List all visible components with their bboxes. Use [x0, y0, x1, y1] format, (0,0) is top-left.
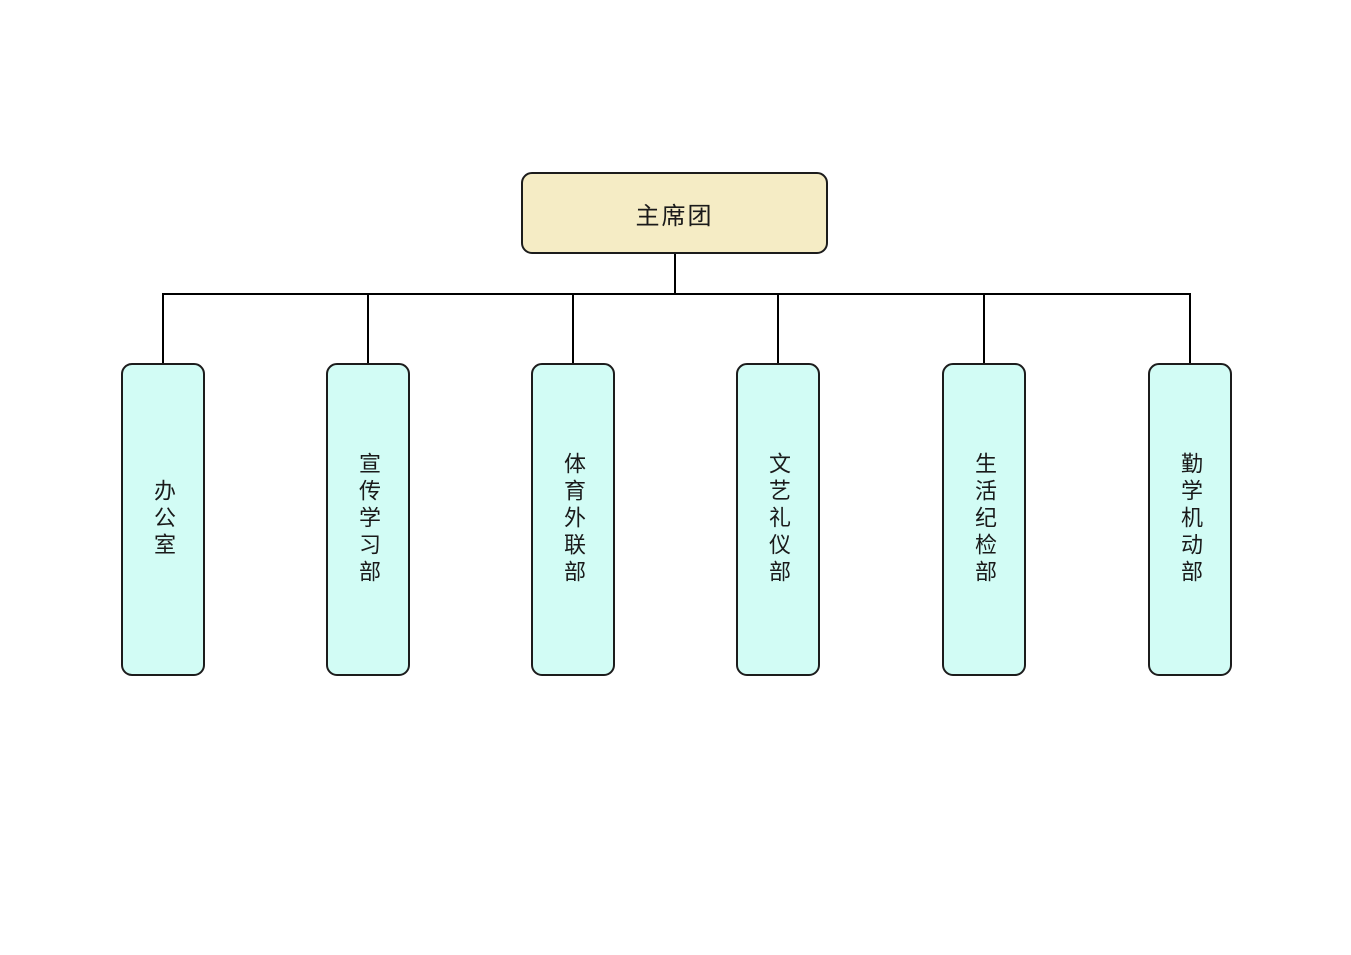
org-node-dept-5-label: 生活纪检部 [972, 452, 997, 587]
org-node-dept-5[interactable]: 生活纪检部 [942, 363, 1026, 676]
connector-horizontal-bus [162, 293, 1191, 295]
org-node-root[interactable]: 主席团 [521, 172, 828, 254]
connector-drop-4 [777, 293, 779, 363]
org-node-dept-4[interactable]: 文艺礼仪部 [736, 363, 820, 676]
org-node-dept-1[interactable]: 办公室 [121, 363, 205, 676]
org-node-dept-4-label: 文艺礼仪部 [766, 452, 791, 587]
connector-drop-3 [572, 293, 574, 363]
connector-drop-1 [162, 293, 164, 363]
org-node-dept-2[interactable]: 宣传学习部 [326, 363, 410, 676]
org-node-dept-3-label: 体育外联部 [561, 452, 586, 587]
org-node-dept-1-label: 办公室 [151, 479, 176, 560]
connector-drop-5 [983, 293, 985, 363]
connector-root-stem [674, 253, 676, 294]
org-node-root-label: 主席团 [635, 203, 714, 230]
org-node-dept-6[interactable]: 勤学机动部 [1148, 363, 1232, 676]
connector-drop-2 [367, 293, 369, 363]
org-node-dept-3[interactable]: 体育外联部 [531, 363, 615, 676]
org-node-dept-6-label: 勤学机动部 [1178, 452, 1203, 587]
connector-drop-6 [1189, 293, 1191, 363]
org-node-dept-2-label: 宣传学习部 [356, 452, 381, 587]
